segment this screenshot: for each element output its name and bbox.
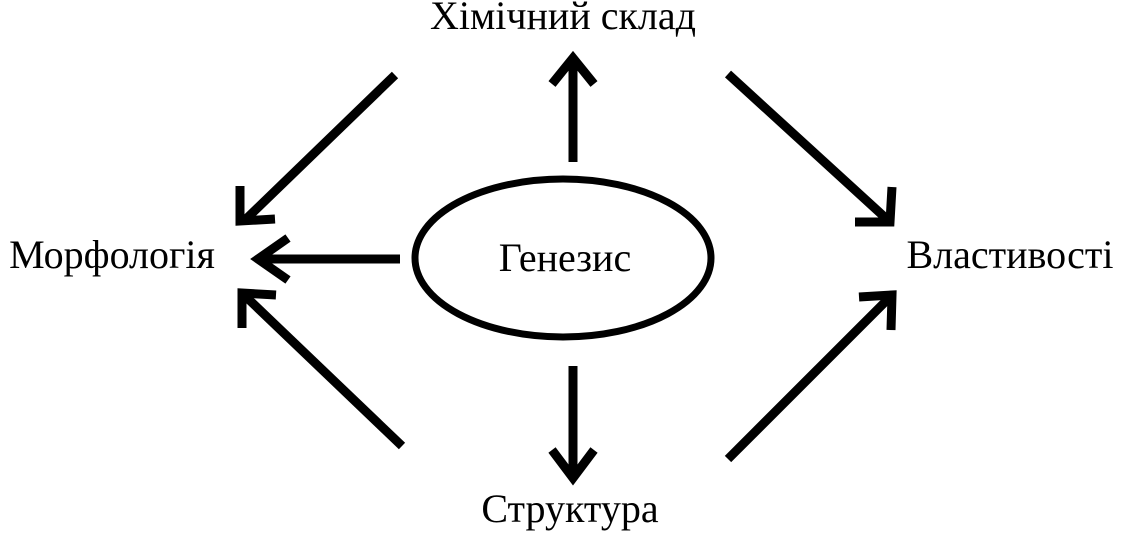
center-ellipse [411,175,715,341]
arrow-to-top [548,50,598,162]
arrow-to-bottom [548,366,598,486]
right-label: Властивості [907,232,1114,277]
arrow-to-left [250,234,400,284]
top-label: Хімічний склад [430,0,696,38]
center-label: Генезис [499,235,631,280]
left-label: Морфологія [9,232,215,277]
bottom-label: Структура [481,486,658,531]
arrow-bottom-to-left [237,288,406,450]
arrow-top-to-left [235,71,399,226]
arrow-bottom-to-right [724,290,897,463]
arrow-top-to-right [724,70,897,227]
